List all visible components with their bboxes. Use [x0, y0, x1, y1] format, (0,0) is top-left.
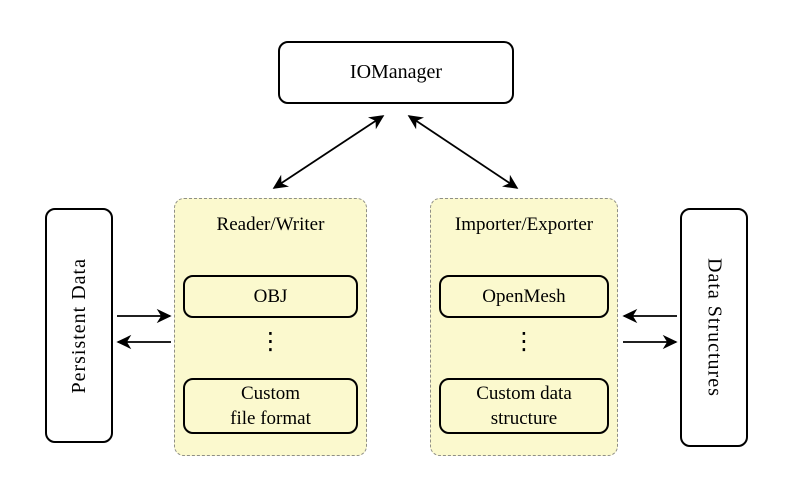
openmesh-node: OpenMesh: [439, 275, 609, 318]
custom-data-structure-node: Custom data structure: [439, 378, 609, 434]
custom-file-format-label: Custom file format: [230, 382, 311, 429]
custom-data-structure-label: Custom data structure: [476, 382, 572, 429]
data-structures-label: Data Structures: [703, 258, 726, 397]
openmesh-label: OpenMesh: [482, 285, 566, 307]
persistent-data-label: Persistent Data: [67, 257, 90, 394]
iomanager-label: IOManager: [349, 61, 443, 83]
obj-node: OBJ: [183, 275, 358, 318]
obj-label: OBJ: [253, 285, 288, 307]
data-structures-node: Data Structures: [680, 208, 748, 447]
importer-exporter-panel: Importer/Exporter OpenMesh ⋮ Custom data…: [430, 198, 618, 456]
importer-exporter-title: Importer/Exporter: [454, 214, 594, 235]
vertical-ellipsis: ⋮: [512, 327, 536, 355]
reader-writer-title: Reader/Writer: [216, 214, 325, 235]
vertical-ellipsis: ⋮: [258, 327, 283, 355]
custom-file-format-node: Custom file format: [183, 378, 358, 434]
arrow-iomanager-importerexporter: [407, 115, 519, 189]
reader-writer-panel: Reader/Writer OBJ ⋮ Custom file format: [174, 198, 367, 456]
persistent-data-node: Persistent Data: [45, 208, 113, 443]
iomanager-node: IOManager: [278, 41, 514, 104]
arrow-iomanager-readerwriter: [272, 115, 385, 189]
